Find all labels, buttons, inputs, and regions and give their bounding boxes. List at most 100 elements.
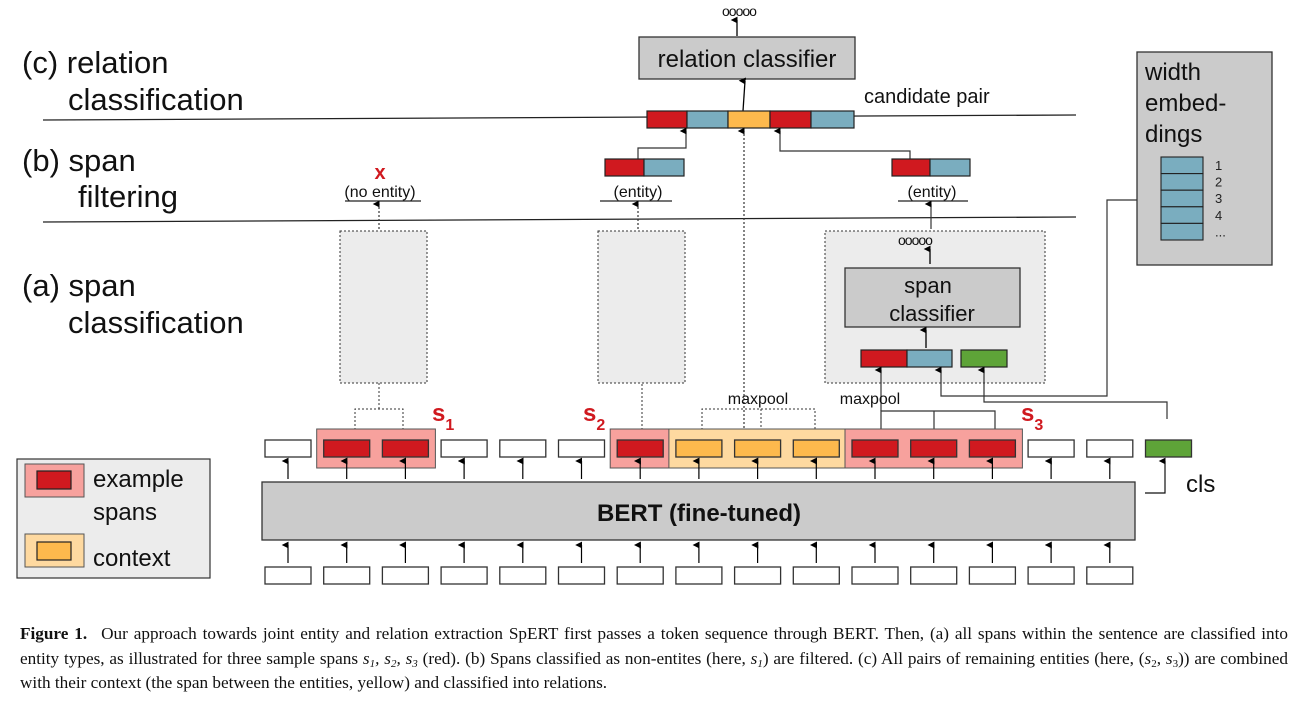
input-token — [499, 566, 547, 585]
span-name-s1: s1 — [432, 400, 454, 434]
width-embeddings-label-line2: embed- — [1145, 90, 1226, 117]
stage-a-label-line1: (a) span — [22, 268, 136, 303]
caption-math-s1: s1 — [750, 648, 763, 670]
s1-filter-label: (no entity) — [344, 184, 415, 201]
input-token — [616, 566, 664, 585]
width-embeddings-label-line3: dings — [1145, 121, 1202, 148]
relation-classifier-box — [638, 36, 856, 80]
s2-classification-panel — [597, 230, 686, 384]
caption-math-pair: (s2, s3) — [1138, 648, 1184, 670]
input-token — [381, 566, 430, 585]
stage-b-label-line2: filtering — [78, 179, 178, 214]
input-token — [910, 566, 958, 585]
legend-context-swatch-bg — [24, 533, 85, 568]
output-token-row — [264, 439, 1193, 479]
width-embedding-row — [1160, 156, 1204, 175]
caption-label: Figure 1. — [20, 624, 88, 643]
s3-span-token — [968, 439, 1017, 458]
s3-span-token — [851, 439, 899, 458]
caption-math-spans: s1, s2, s3 — [362, 648, 418, 670]
width-embedding-index: 1 — [1215, 158, 1222, 173]
input-token — [264, 566, 312, 585]
connector-s2-to-pair — [637, 127, 687, 159]
width-embedding-row — [1160, 173, 1204, 191]
legend-span-label-line1: example — [93, 466, 184, 493]
width-embedding-row — [1160, 189, 1204, 208]
cls-token — [1144, 439, 1193, 458]
context-token — [675, 439, 723, 458]
caption-text-1: Our approach towards joint entity and re… — [20, 624, 1289, 668]
spert-architecture-diagram: (c) relation classification (b) span fil… — [16, 3, 1273, 585]
divider-relation — [42, 114, 1077, 121]
input-token — [733, 566, 782, 585]
stage-b-label-line1: (b) span — [22, 143, 136, 178]
input-token — [557, 566, 606, 585]
s1-classification-panel — [339, 230, 428, 384]
span-output-dots: ooooo — [898, 232, 933, 248]
candidate-pair-vector — [646, 110, 855, 129]
relation-classifier-label: relation classifier — [658, 46, 837, 73]
bert-label: BERT (fine-tuned) — [597, 500, 801, 527]
width-embedding-index: 2 — [1215, 175, 1222, 190]
width-embedding-row — [1160, 206, 1204, 224]
s3-input-width — [906, 349, 953, 368]
span-classifier-label-line2: classifier — [889, 301, 975, 326]
s3-input-cls — [960, 349, 1008, 368]
s3-entity-width — [929, 158, 971, 177]
cls-arrow — [1145, 457, 1166, 494]
legend-context-label: context — [93, 545, 171, 572]
input-token — [1027, 566, 1075, 585]
legend-span-swatch — [36, 470, 72, 490]
s3-filter-label: (entity) — [908, 184, 957, 201]
output-token — [1027, 439, 1075, 458]
output-token — [440, 439, 488, 458]
s2-entity-width — [643, 158, 685, 177]
width-embedding-connector — [934, 199, 1150, 397]
width-embedding-index: ... — [1215, 224, 1226, 239]
s2-filter-label: (entity) — [614, 184, 663, 201]
s2-span-token — [616, 439, 664, 458]
connector-s3-to-pair — [773, 127, 911, 159]
input-token — [675, 566, 723, 585]
width-embedding-index: 4 — [1215, 208, 1222, 223]
stage-a-label-line2: classification — [68, 305, 244, 340]
figure-caption: Figure 1.Our approach towards joint enti… — [20, 622, 1288, 696]
caption-text-4: ) are combined with their context (the s… — [20, 648, 1288, 693]
s1-span-token — [381, 439, 430, 458]
input-token — [968, 566, 1017, 585]
maxpool-s3-label: maxpool — [840, 391, 900, 408]
candidate-pair-label: candidate pair — [864, 86, 990, 108]
caption-text-2: (red). (b) Spans classified as non-entit… — [417, 648, 751, 668]
s3-span-token — [910, 439, 958, 458]
input-token-row — [264, 541, 1134, 585]
cls-label: cls — [1186, 471, 1215, 498]
maxpool-context-label: maxpool — [728, 391, 788, 408]
span-classifier-box — [844, 267, 1021, 328]
context-token — [733, 439, 782, 458]
pair-s3-width — [810, 110, 855, 129]
legend-context-swatch — [36, 541, 72, 561]
pair-context — [727, 110, 771, 129]
divider-filter — [42, 216, 1077, 223]
width-embeddings-box — [1136, 51, 1273, 266]
stage-c-label-line2: classification — [68, 82, 244, 117]
arrow-to-relation-classifier — [738, 77, 746, 112]
relation-output-dots: ooooo — [722, 3, 757, 19]
input-token — [323, 566, 371, 585]
s2-entity-red — [604, 158, 645, 177]
span-classifier-label-line1: span — [904, 273, 952, 298]
context-pool-connector — [701, 408, 816, 438]
output-token — [557, 439, 606, 458]
s3-pool-connector — [880, 410, 996, 438]
no-entity-x-marker: x — [374, 162, 385, 184]
pair-s3-red — [769, 110, 812, 129]
width-embeddings-label-line1: width — [1144, 59, 1201, 86]
span-name-s2: s2 — [583, 400, 605, 434]
stage-c-label-line1: (c) relation — [22, 45, 168, 80]
cls-connector — [977, 366, 1168, 419]
input-token — [792, 566, 840, 585]
s3-input-red — [860, 349, 908, 368]
pair-s2-width — [686, 110, 729, 129]
output-token — [264, 439, 312, 458]
context-token — [792, 439, 840, 458]
